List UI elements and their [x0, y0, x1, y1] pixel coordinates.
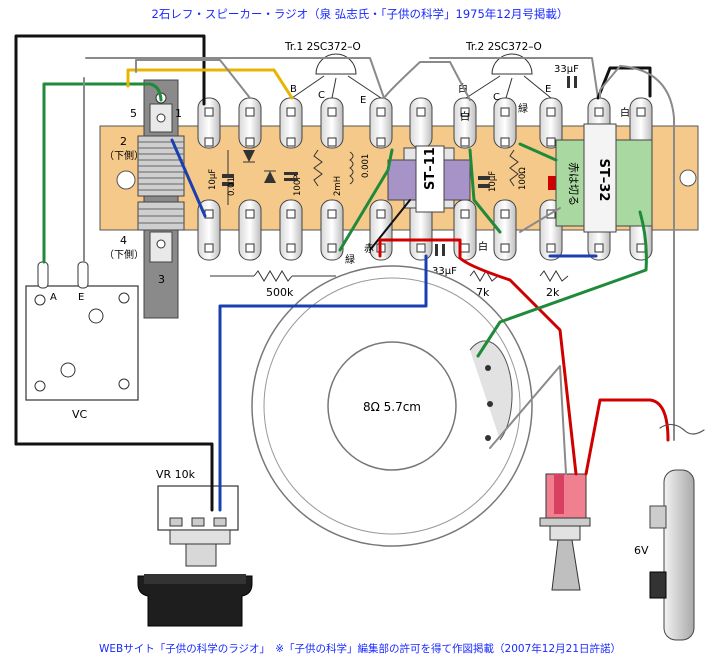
cap-100p-label: 100P: [293, 175, 303, 196]
wire-grey-switch: [489, 365, 567, 475]
tr1-pin-e: E: [360, 95, 366, 106]
wire-blue-speaker: [218, 254, 428, 512]
st32-cut-note: 赤は切る: [567, 162, 580, 206]
cap-0001-label: 0.001: [361, 154, 371, 178]
tr1-label: Tr.1 2SC372–O: [284, 41, 361, 53]
wire-label-shiro-c: 白: [620, 106, 630, 119]
vr-label: VR 10k: [156, 468, 196, 481]
cap-33uF-b-label: 33μF: [432, 266, 457, 277]
wire-grey-coil: [135, 59, 251, 99]
wire-label-midori-a: 緑: [345, 253, 355, 266]
wire-grey-mid: [383, 61, 471, 101]
coil-pin-2: 2: [120, 135, 127, 148]
choke-2mH-label: 2mH: [333, 176, 343, 196]
power-switch: [539, 473, 591, 591]
choke-coil: [349, 151, 354, 185]
volume-potentiometer: [137, 485, 253, 627]
capacitor-33uF-bottom: [435, 244, 445, 256]
wire-grey-battery: [599, 65, 675, 441]
resistor-7k-label: 7k: [476, 286, 490, 299]
coil-pin-3: 3: [158, 273, 165, 286]
st32-label: ST–32: [596, 159, 611, 202]
speaker: [251, 265, 533, 547]
mount-hole-right: [679, 169, 697, 187]
capacitor-100p: [284, 172, 298, 181]
coil-pin-4-sub: （下側）: [104, 248, 144, 261]
battery-label: 6V: [634, 544, 649, 557]
electrolytic-cap-10uF-b: [478, 176, 490, 188]
wire-label-shiro-b: 白: [478, 240, 488, 253]
cap-001-a-label: 0.01: [227, 177, 237, 196]
bar-antenna-coil: [137, 79, 185, 319]
coil-pin-2-sub: （下側）: [104, 149, 144, 162]
wire-green-st11-b: [468, 148, 502, 234]
wire-yellow: [126, 68, 294, 100]
coil-pin-4: 4: [120, 234, 127, 247]
diagram-title: 2石レフ・スピーカー・ラジオ（泉 弘志氏・「子供の科学」1975年12月号掲載）: [152, 7, 569, 21]
wire-red-battery: [584, 398, 670, 476]
resistor-2k-label: 2k: [546, 286, 560, 299]
cap-10uF-b-label: 10μF: [488, 171, 498, 192]
transformer-st11: [387, 145, 471, 213]
wire-label-aka: 赤: [364, 243, 374, 255]
resistor-7k: [469, 270, 499, 282]
wire-black-vr: [14, 442, 214, 512]
vc-pin-a: A: [50, 292, 57, 303]
diode-pair: [243, 150, 276, 183]
wire-black-st11: [369, 199, 411, 251]
speaker-label: 8Ω 5.7cm: [363, 400, 421, 414]
wire-red-switch: [378, 238, 578, 476]
wire-grey-top: [85, 57, 385, 99]
wire-blue-coil: [170, 138, 207, 218]
tr2-pin-c: C: [493, 92, 500, 103]
capacitor-33uF-top: [567, 76, 577, 88]
resistor-2k: [539, 270, 569, 282]
tr1-pin-b: B: [290, 84, 297, 95]
transformer-st32: [555, 123, 653, 233]
wire-grey-right: [429, 57, 599, 99]
tr2-label: Tr.2 2SC372–O: [465, 41, 542, 53]
transistor-tr1: [291, 53, 382, 99]
cap-10uF-a-label: 10μF: [208, 169, 218, 190]
vc-pin-e: E: [78, 292, 84, 303]
coil-pin-5: 5: [130, 107, 137, 120]
diagram-footer: WEBサイト「子供の科学のラジオ」 ※「子供の科学」編集部の許可を得て作図掲載（…: [99, 642, 621, 655]
mount-hole-left: [116, 170, 136, 190]
coil-pin-1: 1: [175, 107, 182, 120]
battery-6v: [649, 469, 695, 641]
wire-label-midori-b: 緑: [518, 102, 528, 115]
wire-green-st11: [338, 148, 394, 252]
wire-break-mark: [659, 423, 705, 435]
resistor-500k: [210, 270, 336, 282]
resistor-500k-label: 500k: [266, 286, 294, 299]
vc-label: VC: [72, 408, 88, 421]
resistor-100ohm: [509, 149, 519, 187]
wire-green-vc-a: [42, 82, 163, 264]
variable-capacitor: [25, 261, 139, 401]
electrolytic-cap-10uF-a: [222, 150, 234, 205]
cut-red-marker: [548, 176, 556, 190]
tr1-pin-c: C: [318, 90, 325, 101]
wire-green-st32: [518, 142, 558, 162]
transistor-tr2: [465, 53, 552, 99]
resistor-vertical: [313, 149, 323, 187]
wiring: [14, 34, 705, 512]
st11-label: ST–11: [423, 147, 438, 190]
cap-33uF-a-label: 33μF: [554, 64, 579, 75]
wire-label-shiro-a: 白: [460, 110, 470, 123]
wire-grey-st32: [519, 207, 561, 233]
resistor-100-label: 100Ω: [518, 167, 528, 190]
wire-green-speaker: [476, 210, 648, 358]
tr2-pin-e: E: [545, 84, 551, 95]
